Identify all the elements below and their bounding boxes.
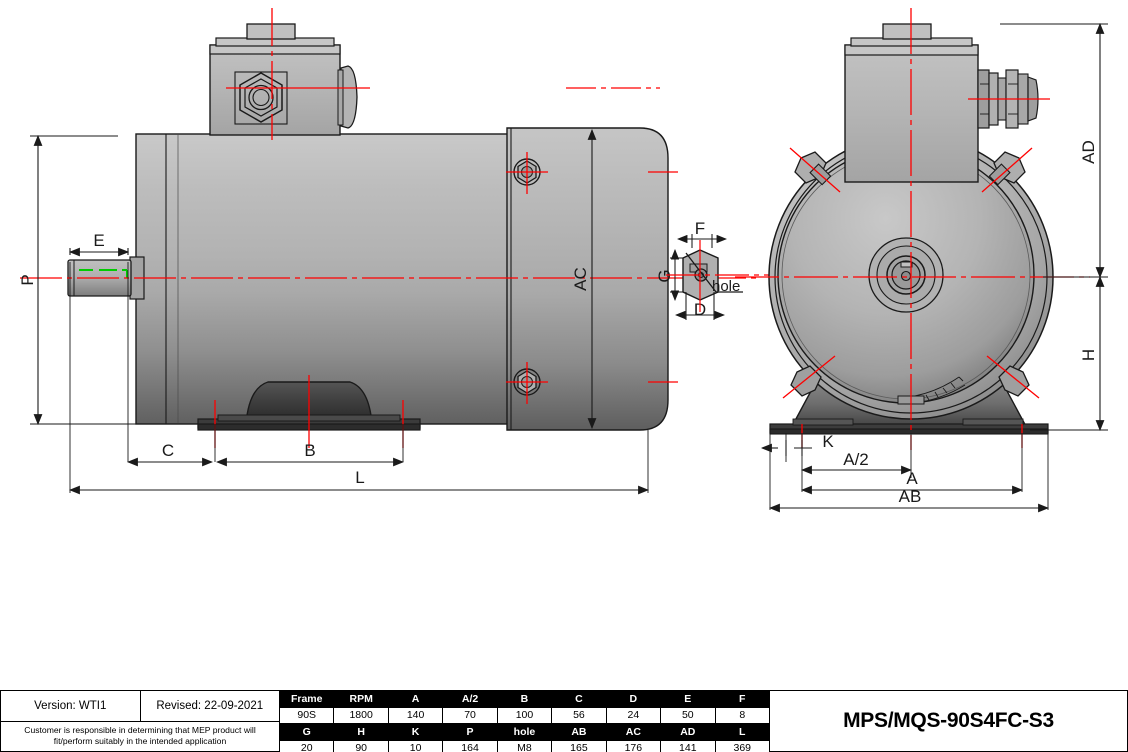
title-block: Version: WTI1 Revised: 22-09-2021 Custom… xyxy=(0,690,1128,752)
spec-header-cell: RPM xyxy=(333,690,389,708)
spec-header-cell: L xyxy=(714,723,770,741)
disclaimer-line-1: Customer is responsible in determining t… xyxy=(24,724,256,735)
dimension-label-B: B xyxy=(304,441,315,460)
shaft-center-rings xyxy=(868,237,944,313)
spec-data-cell: 140 xyxy=(387,706,444,724)
spec-data-cell: 10 xyxy=(387,739,444,752)
disclaimer-line-2: fit/perform suitably in the intended app… xyxy=(53,736,227,747)
terminal-box-lid-boss xyxy=(246,23,296,40)
spec-header-cell: A xyxy=(387,690,444,708)
disclaimer-cell: Customer is responsible in determining t… xyxy=(1,722,279,752)
specification-table: Frame RPM A A/2 B C D E F 90S 1800 140 7… xyxy=(278,690,770,752)
spec-data-cell: 50 xyxy=(660,706,716,724)
spec-data-cell: 24 xyxy=(605,706,662,724)
extension-lines-side xyxy=(69,262,649,493)
version-revision-row: Version: WTI1 Revised: 22-09-2021 xyxy=(1,691,279,722)
end-bell xyxy=(506,127,669,431)
spec-data-row-2: 20 90 10 164 M8 165 176 141 369 xyxy=(278,739,770,752)
dimension-label-L: L xyxy=(355,468,364,487)
spec-header-row-1: Frame RPM A A/2 B C D E F xyxy=(278,690,770,708)
spec-data-row-1: 90S 1800 140 70 100 56 24 50 8 xyxy=(278,706,770,724)
version-cell: Version: WTI1 xyxy=(1,691,141,721)
dimension-label-AB: AB xyxy=(899,487,922,506)
end-elevation-view: AD H K xyxy=(735,8,1108,513)
detail-label-hole: hole xyxy=(712,278,740,295)
spec-header-cell: hole xyxy=(496,723,553,741)
shaft-end-detail-view: hole F G D xyxy=(655,219,780,320)
spec-header-cell: B xyxy=(496,690,553,708)
spec-data-cell: M8 xyxy=(496,739,553,752)
spec-header-cell: Frame xyxy=(278,690,335,708)
spec-data-cell: 100 xyxy=(496,706,553,724)
spec-data-cell: 90 xyxy=(333,739,389,752)
dimension-K xyxy=(760,440,812,456)
spec-data-cell: 90S xyxy=(278,706,335,724)
dimension-F xyxy=(676,234,728,248)
side-elevation-view: P E C xyxy=(18,8,760,495)
dimension-label-E: E xyxy=(93,231,104,250)
title-block-left: Version: WTI1 Revised: 22-09-2021 Custom… xyxy=(0,690,279,752)
dimension-label-AC: AC xyxy=(571,267,590,291)
centerlines-detail xyxy=(666,240,780,312)
dimension-label-AD: AD xyxy=(1079,140,1098,164)
spec-data-cell: 1800 xyxy=(333,706,389,724)
dimension-label-F: F xyxy=(695,219,705,238)
spec-data-cell: 165 xyxy=(551,739,607,752)
spec-header-cell: K xyxy=(387,723,444,741)
motor-body xyxy=(135,133,512,425)
dimension-label-A-half: A/2 xyxy=(843,450,869,469)
dimension-H xyxy=(1030,275,1108,432)
spec-header-cell: C xyxy=(551,690,607,708)
spec-header-cell: AB xyxy=(551,723,607,741)
terminal-box xyxy=(209,23,358,136)
spec-data-cell: 56 xyxy=(551,706,607,724)
spec-data-cell: 164 xyxy=(442,739,498,752)
dimension-P xyxy=(30,134,210,426)
dimension-D xyxy=(674,292,726,320)
dimension-E xyxy=(68,247,130,257)
spec-header-cell: E xyxy=(660,690,716,708)
spec-data-cell: 20 xyxy=(278,739,335,752)
dimension-label-P: P xyxy=(18,274,37,285)
spec-header-cell: F xyxy=(714,690,770,708)
keyway-indicator xyxy=(79,269,128,278)
dimension-label-G: G xyxy=(655,269,674,282)
part-number-cell: MPS/MQS-90S4FC-S3 xyxy=(770,690,1128,752)
spec-data-cell: 70 xyxy=(442,706,498,724)
spec-data-cell: 141 xyxy=(660,739,716,752)
revised-cell: Revised: 22-09-2021 xyxy=(156,699,264,712)
dimension-label-H: H xyxy=(1079,349,1098,361)
spec-header-cell: P xyxy=(442,723,498,741)
part-number-text: MPS/MQS-90S4FC-S3 xyxy=(843,709,1054,732)
dimension-label-A: A xyxy=(906,469,918,488)
spec-header-cell: A/2 xyxy=(442,690,498,708)
spec-data-cell: 8 xyxy=(714,706,770,724)
spec-header-cell: AD xyxy=(660,723,716,741)
spec-header-cell: D xyxy=(605,690,662,708)
dimension-label-K: K xyxy=(822,432,834,451)
centerlines-end xyxy=(735,8,1090,450)
tie-bolt-lower-right xyxy=(998,365,1030,397)
gland-hex-icon xyxy=(239,72,283,123)
keyway-slot xyxy=(900,261,913,268)
spec-data-cell: 176 xyxy=(605,739,662,752)
spec-header-cell: H xyxy=(333,723,389,741)
spec-data-cell: 369 xyxy=(714,739,770,752)
dimension-label-C: C xyxy=(162,441,174,460)
terminal-box-side-boss xyxy=(340,65,358,129)
spec-header-cell: AC xyxy=(605,723,662,741)
spec-header-cell: G xyxy=(278,723,335,741)
spec-header-row-2: G H K P hole AB AC AD L xyxy=(278,723,770,741)
